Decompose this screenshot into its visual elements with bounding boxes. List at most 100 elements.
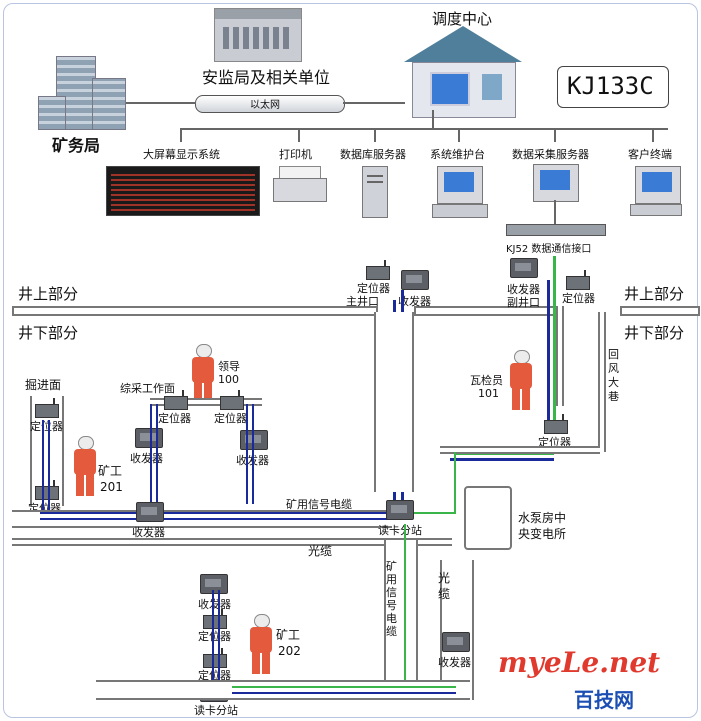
- lower-shaft-road: [384, 540, 418, 680]
- aux-locator-icon: [566, 270, 590, 290]
- maint-station-label: 系统维护台: [430, 148, 485, 161]
- miner-201-label: 矿工: [98, 464, 123, 478]
- main-shaft-road: [374, 312, 414, 492]
- lower-optical-cable: [404, 524, 406, 684]
- main-tunnel-signal-cable: [40, 512, 400, 514]
- db-server-label: 数据库服务器: [340, 148, 406, 161]
- lower-card-reader-label: 读卡分站: [194, 704, 238, 717]
- data-server-label: 数据采集服务器: [512, 148, 589, 161]
- big-screen-label: 大屏幕显示系统: [143, 148, 220, 161]
- mine-bureau-label: 矿务局: [52, 136, 101, 155]
- lower-signal-cable: [212, 590, 214, 686]
- dispatch-center-house-icon: [404, 26, 522, 118]
- mine-bureau-building-icon: [38, 56, 126, 130]
- aux-shaft-label: 副井口: [507, 296, 540, 309]
- aux-shaft-road: [556, 306, 564, 406]
- tunnel-transceiver-icon: [136, 502, 164, 522]
- aux-locator-label: 定位器: [562, 292, 595, 305]
- lower-transceiver-top-icon: [200, 574, 228, 594]
- lower-locator-1-label: 定位器: [198, 630, 231, 643]
- model-box: [557, 66, 669, 108]
- right-lower-road: [440, 560, 474, 700]
- face-locator-left-label: 定位器: [158, 412, 191, 425]
- working-face-road-top: [150, 398, 262, 406]
- data-server-computer-icon: [533, 164, 579, 202]
- diagram-frame: [3, 3, 698, 718]
- printer-icon: [273, 166, 327, 202]
- miner-202-worker-icon: [246, 614, 276, 674]
- ethernet-pipe: [195, 95, 345, 113]
- gas-locator-icon: [544, 414, 568, 434]
- lower-transceiver-top-label: 收发器: [198, 598, 231, 611]
- face-transceiver-left-label: 收发器: [130, 452, 163, 465]
- gas-locator-label: 定位器: [538, 436, 571, 449]
- mine-cable-vertical-label: 矿用信号电缆: [386, 560, 397, 638]
- ethernet-label: 以太网: [250, 100, 280, 111]
- miner-201-worker-icon: [70, 436, 100, 496]
- surface-boundary-left: [12, 306, 378, 316]
- drop-screen: [180, 128, 182, 142]
- fully-mech-face-label: 综采工作面: [120, 382, 175, 395]
- aux-optical-cable: [553, 256, 556, 426]
- face-transceiver-right-icon: [240, 430, 268, 450]
- gas-inspector-number: 101: [478, 387, 499, 400]
- leader-number: 100: [218, 373, 239, 386]
- drop-maint: [458, 128, 460, 142]
- brand-logo-cn: 百技网: [574, 688, 634, 712]
- optical-cable-vertical-label: 光缆: [438, 571, 451, 601]
- comm-interface-box: [506, 224, 606, 236]
- miner-202-number: 202: [278, 644, 301, 658]
- optical-cable-label: 光缆: [308, 544, 333, 558]
- signal-cable-upper: [450, 458, 554, 461]
- heading-cable-2: [48, 420, 50, 510]
- house-drop-line: [432, 110, 434, 128]
- main-shaft-transceiver-label: 收发器: [398, 295, 431, 308]
- model-label: KJ133C: [567, 72, 654, 100]
- miner-201-number: 201: [100, 480, 123, 494]
- heading-face-label: 掘进面: [25, 378, 62, 392]
- face-right-cable-2: [246, 404, 248, 504]
- face-transceiver-left-icon: [135, 428, 163, 448]
- drop-printer: [298, 128, 300, 142]
- maint-station-computer-icon: [437, 166, 483, 204]
- brand-logo-text: myeLe.net: [498, 646, 661, 679]
- client-computer-icon: [635, 166, 681, 204]
- lower-right-transceiver-icon: [442, 632, 470, 652]
- face-locator-left-icon: [164, 390, 188, 410]
- drop-data: [554, 128, 556, 142]
- big-screen-icon: [106, 166, 260, 216]
- card-reader-main-label: 读卡分站: [378, 524, 422, 537]
- maint-station-keyboard-icon: [432, 204, 488, 218]
- face-left-cable-2: [156, 404, 158, 504]
- main-shaft-locator-label: 定位器: [357, 282, 390, 295]
- db-server-icon: [362, 166, 388, 218]
- aux-shaft-transceiver-icon: [510, 258, 538, 278]
- surface-boundary-right: [620, 306, 700, 316]
- aux-shaft-transceiver-label: 收发器: [507, 283, 540, 296]
- optical-cable-road: [12, 538, 452, 546]
- return-airway-label: 回风大巷: [608, 348, 619, 403]
- heading-locator-top-label: 定位器: [30, 420, 63, 433]
- drop-db: [374, 128, 376, 142]
- lower-locator-1-icon: [203, 609, 227, 629]
- safety-bureau-label: 安监局及相关单位: [202, 68, 331, 87]
- main-shaft-locator-icon: [366, 260, 390, 280]
- heading-cable: [42, 420, 44, 510]
- card-reader-main-icon: [386, 500, 414, 520]
- upper-road: [440, 446, 600, 454]
- optical-cable-to-center: [414, 512, 454, 514]
- pump-room-structure: [464, 486, 512, 550]
- comm-interface-label: KJ52 数据通信接口: [506, 244, 592, 255]
- mine-cable-label: 矿用信号电缆: [286, 498, 352, 511]
- return-airway-road: [598, 312, 606, 452]
- main-shaft-transceiver-icon: [401, 270, 429, 290]
- main-shaft-label: 主井口: [346, 295, 379, 308]
- leader-label: 领导: [218, 360, 240, 373]
- client-label: 客户终端: [628, 148, 672, 161]
- house-link-line: [343, 102, 405, 104]
- face-left-cable: [150, 404, 152, 504]
- lan-bus-line: [180, 128, 668, 130]
- face-locator-right-label: 定位器: [214, 412, 247, 425]
- gas-inspector-worker-icon: [506, 350, 536, 410]
- bottom-tunnel-road: [96, 680, 470, 700]
